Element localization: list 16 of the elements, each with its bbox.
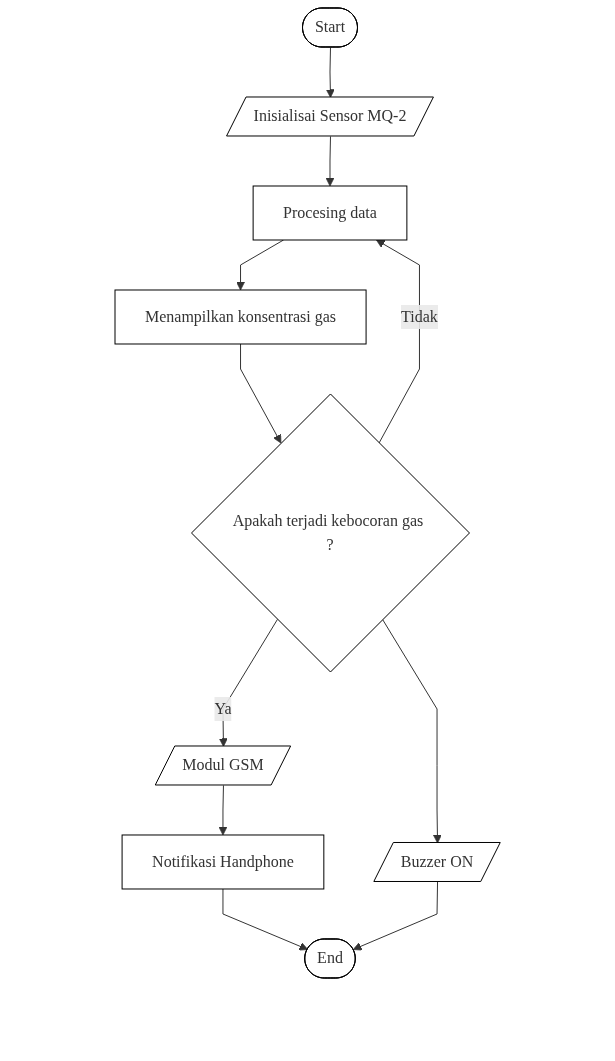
arrow [325, 47, 335, 98]
edge-label: Tidak [400, 308, 438, 325]
node-diamond: Apakah terjadi kebocoran gas ? [190, 393, 470, 673]
arrow [352, 881, 438, 951]
node-box: Notifikasi Handphone [121, 834, 325, 890]
edge-label: Ya [214, 699, 232, 717]
arrow [325, 136, 335, 187]
node-box: Procesing data [252, 185, 408, 241]
arrow [239, 343, 282, 444]
arrow [218, 785, 228, 836]
arrow [381, 618, 442, 844]
arrow [218, 618, 278, 747]
arrow [222, 888, 308, 951]
arrow [375, 239, 420, 444]
arrow [236, 239, 284, 291]
node-box: Menampilkan konsentrasi gas [114, 289, 367, 345]
